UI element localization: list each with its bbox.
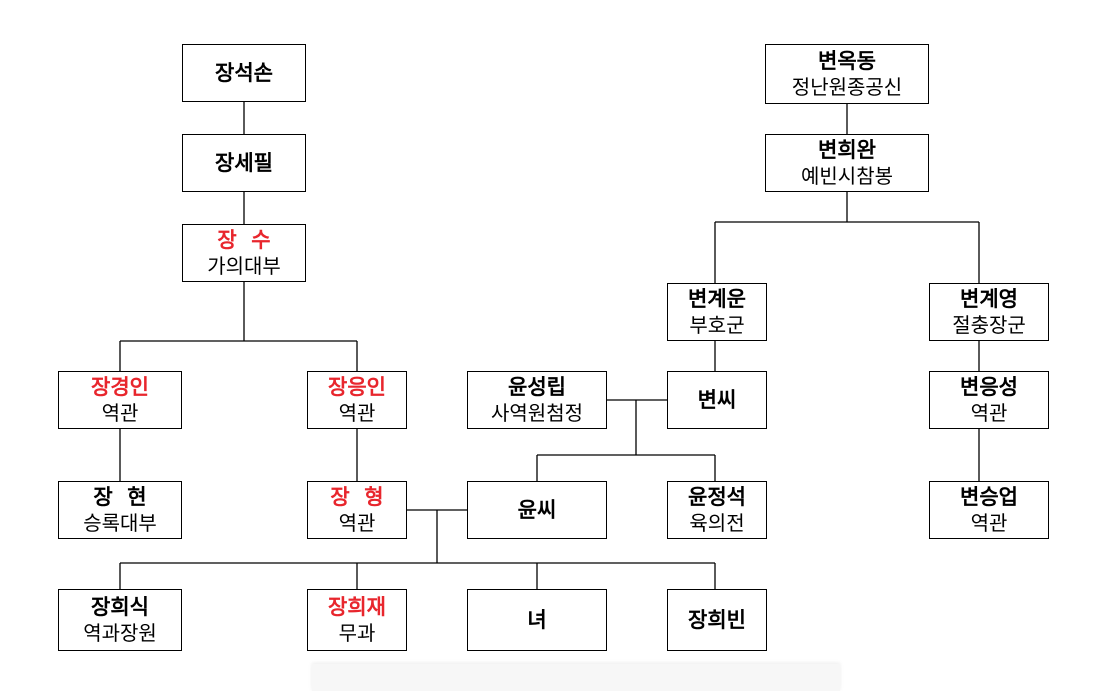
person-title: 역관 — [101, 400, 139, 425]
person-yun-ssi: 윤씨 — [467, 481, 607, 539]
person-jang-hyeon: 장 현 승록대부 — [58, 481, 182, 539]
person-name: 변옥동 — [818, 49, 876, 74]
person-jang-huijae: 장희재 무과 — [307, 589, 407, 651]
person-byeon-huiwan: 변희완 예빈시참봉 — [765, 134, 929, 192]
person-title: 무과 — [338, 620, 376, 645]
person-name: 장 수 — [217, 228, 271, 253]
person-name: 윤성립 — [508, 375, 566, 400]
person-name: 장희식 — [91, 595, 149, 620]
person-name: 변계운 — [688, 287, 746, 312]
viewer-toolbar — [312, 664, 840, 691]
person-title: 승록대부 — [83, 510, 157, 535]
person-name: 장석손 — [215, 60, 273, 85]
person-byeon-ssi: 변씨 — [667, 371, 767, 429]
person-name: 장희재 — [328, 595, 386, 620]
person-title: 역관 — [970, 400, 1008, 425]
person-title: 역관 — [338, 510, 376, 535]
person-jang-sepil: 장세필 — [182, 134, 306, 192]
person-name: 장응인 — [328, 375, 386, 400]
person-title: 예빈시참봉 — [801, 163, 893, 188]
person-jang-huibin: 장희빈 — [667, 589, 767, 651]
person-jang-su: 장 수 가의대부 — [182, 224, 306, 282]
person-yun-seongnip: 윤성립 사역원첨정 — [467, 371, 607, 429]
person-name: 변계영 — [960, 287, 1018, 312]
person-name: 장 형 — [330, 485, 384, 510]
person-title: 절충장군 — [952, 312, 1026, 337]
person-title: 가의대부 — [207, 253, 281, 278]
person-name: 윤정석 — [688, 485, 746, 510]
person-name: 장희빈 — [688, 607, 746, 632]
person-name: 변씨 — [697, 387, 737, 412]
person-title: 부호군 — [689, 312, 745, 337]
person-title: 육의전 — [689, 510, 745, 535]
person-name: 윤씨 — [517, 497, 557, 522]
person-jang-seokson: 장석손 — [182, 44, 306, 102]
person-jang-eungin: 장응인 역관 — [307, 371, 407, 429]
person-jang-gyeongin: 장경인 역관 — [58, 371, 182, 429]
person-name: 장세필 — [215, 150, 273, 175]
person-jang-hyeong: 장 형 역관 — [307, 481, 407, 539]
person-byeon-gyeyeong: 변계영 절충장군 — [929, 283, 1049, 341]
person-name: 장 현 — [93, 485, 147, 510]
person-name: 변승업 — [960, 485, 1018, 510]
person-nyeo: 녀 — [467, 589, 607, 651]
person-title: 역과장원 — [83, 620, 157, 645]
person-name: 녀 — [527, 607, 547, 632]
person-title: 사역원첨정 — [491, 400, 583, 425]
person-byeon-eungseong: 변응성 역관 — [929, 371, 1049, 429]
person-byeon-gyeun: 변계운 부호군 — [667, 283, 767, 341]
person-name: 변응성 — [960, 375, 1018, 400]
person-jang-huisik: 장희식 역과장원 — [58, 589, 182, 651]
person-title: 정난원종공신 — [791, 74, 903, 99]
person-byeon-eungeop: 변승업 역관 — [929, 481, 1049, 539]
person-title: 역관 — [970, 510, 1008, 535]
person-name: 장경인 — [91, 375, 149, 400]
person-byeon-okdong: 변옥동 정난원종공신 — [765, 44, 929, 104]
person-yun-jeongseok: 윤정석 육의전 — [667, 481, 767, 539]
person-name: 변희완 — [818, 138, 876, 163]
person-title: 역관 — [338, 400, 376, 425]
